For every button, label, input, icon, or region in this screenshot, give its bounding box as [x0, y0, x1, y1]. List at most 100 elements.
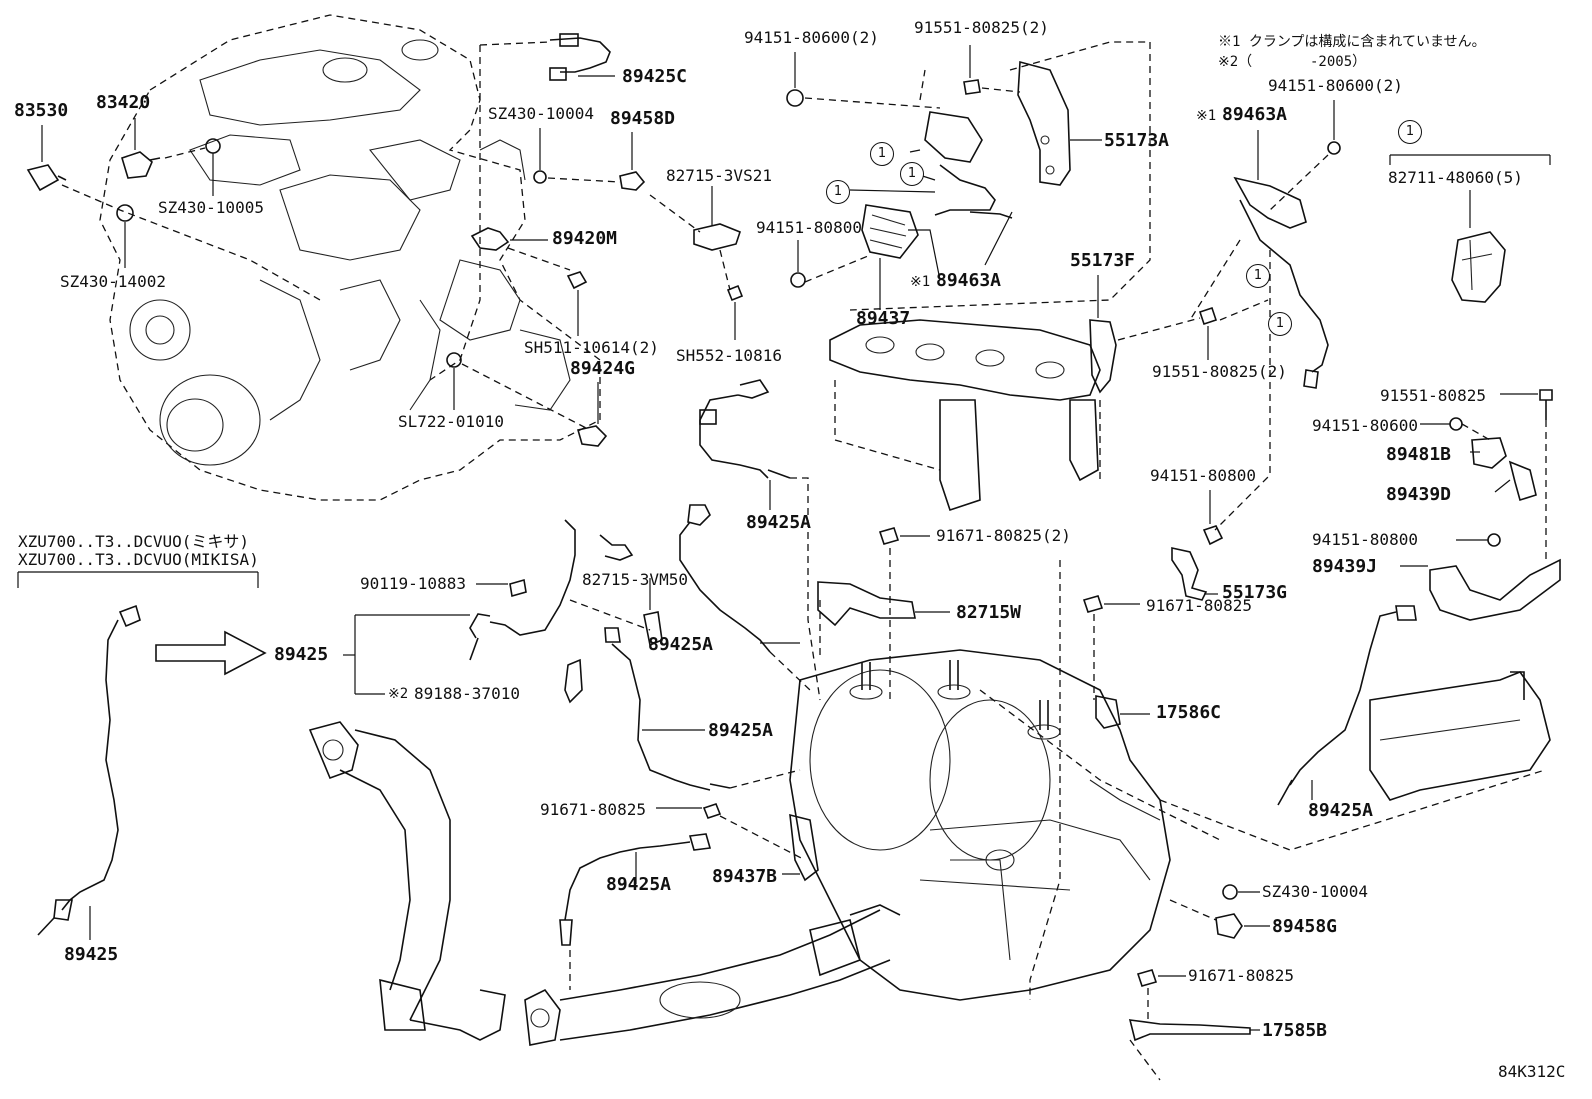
nut-94151-80800-c [1487, 533, 1501, 547]
part-89439j[interactable]: 89439J [1312, 556, 1378, 577]
bracket-89437b [789, 813, 819, 882]
part-89463a-upper[interactable]: 89463A [1222, 104, 1288, 125]
part-91551-80825-2-b[interactable]: 91551-80825(2) [1152, 362, 1287, 381]
gasket-sz430-10004-bottom [1222, 884, 1238, 900]
bracket-17586c [1095, 695, 1121, 729]
bolt-91671-80825-a [1082, 595, 1104, 613]
part-89424g[interactable]: 89424G [570, 358, 636, 379]
heat-shield-right [1369, 671, 1551, 801]
part-89437b[interactable]: 89437B [712, 866, 778, 887]
part-89437[interactable]: 89437 [856, 308, 911, 329]
sensor-89463a-right [1233, 176, 1329, 389]
part-89425a-1[interactable]: 89425A [746, 512, 812, 533]
part-94151-80800-a[interactable]: 94151-80800 [756, 218, 862, 237]
part-89425a-3[interactable]: 89425A [708, 720, 774, 741]
part-89425a-2[interactable]: 89425A [648, 634, 714, 655]
part-sz430-14002[interactable]: SZ430-14002 [60, 272, 166, 291]
fitting-89420m [470, 227, 510, 251]
part-89425-variant[interactable]: 89425 [64, 944, 119, 965]
part-82715-3vs21[interactable]: 82715-3VS21 [666, 166, 772, 185]
part-89425a-4[interactable]: 89425A [606, 874, 672, 895]
part-90119-10883[interactable]: 90119-10883 [360, 574, 466, 593]
engine-block-drawing [99, 14, 601, 501]
circle-marker-1-c: 1 [826, 180, 850, 204]
gasket-sz430-10004-top [533, 170, 547, 184]
arrow-icon [155, 630, 267, 676]
part-sh511-10614[interactable]: SH511-10614(2) [524, 338, 659, 357]
bracket-17585b [1128, 1019, 1251, 1042]
part-91551-80825-2-a[interactable]: 91551-80825(2) [914, 18, 1049, 37]
part-94151-80600-c[interactable]: 94151-80600 [1312, 416, 1418, 435]
catalytic-converter [789, 649, 1171, 1001]
nut-94151-80800-b [1202, 525, 1224, 546]
part-55173g[interactable]: 55173G [1222, 582, 1288, 603]
gasket-sl722 [446, 352, 462, 368]
part-55173f[interactable]: 55173F [1070, 250, 1136, 271]
part-83420[interactable]: 83420 [96, 92, 151, 113]
bolt-sh511 [566, 271, 588, 290]
vsv-89481b [1471, 437, 1507, 469]
part-82711-48060[interactable]: 82711-48060(5) [1388, 168, 1523, 187]
sensor-89424g [576, 425, 608, 447]
sensor-89425a-b [679, 504, 771, 653]
part-sl722-01010[interactable]: SL722-01010 [398, 412, 504, 431]
bolt-91671-80825-c [1136, 969, 1158, 987]
circle-marker-1-b: 1 [900, 162, 924, 186]
part-91671-80825-a[interactable]: 91671-80825 [1146, 596, 1252, 615]
part-89425a-5[interactable]: 89425A [1308, 800, 1374, 821]
part-91671-80825-c[interactable]: 91671-80825 [1188, 966, 1294, 985]
rear-exhaust-pipe [524, 904, 901, 1046]
part-94151-80600-2-a[interactable]: 94151-80600(2) [744, 28, 879, 47]
note-2-prefix: ※2（ [1218, 54, 1253, 70]
circle-marker-1-clamp: 1 [1398, 120, 1422, 144]
part-sz430-10004-bottom[interactable]: SZ430-10004 [1262, 882, 1368, 901]
variant-label-line1: XZU700..T3..DCVUO(ミキサ) [18, 532, 250, 551]
part-91551-80825-c[interactable]: 91551-80825 [1380, 386, 1486, 405]
part-89481b[interactable]: 89481B [1386, 444, 1452, 465]
part-82715w[interactable]: 82715W [956, 602, 1022, 623]
gasket-sz430-14002 [116, 204, 134, 222]
part-sh552-10816[interactable]: SH552-10816 [676, 346, 782, 365]
part-89425c[interactable]: 89425C [622, 66, 688, 87]
part-17585b[interactable]: 17585B [1262, 1020, 1328, 1041]
bracket-55173a [1017, 60, 1071, 186]
part-82715-3vm50[interactable]: 82715-3VM50 [582, 570, 688, 589]
circle-marker-1-d: 1 [1246, 264, 1270, 288]
bolt-91671-80825-b [702, 803, 722, 819]
bracket-89439j [1429, 558, 1561, 621]
bolt-91551-80825-c [1539, 389, 1553, 420]
part-89458g[interactable]: 89458G [1272, 916, 1338, 937]
part-sz430-10004-top[interactable]: SZ430-10004 [488, 104, 594, 123]
part-89463a-lower[interactable]: 89463A [936, 270, 1002, 291]
exhaust-bracket-55173 [829, 319, 1101, 512]
part-89439d[interactable]: 89439D [1386, 484, 1452, 505]
part-17586c[interactable]: 17586C [1156, 702, 1222, 723]
nut-94151-80600-b [1327, 141, 1341, 155]
bracket-82715w [817, 581, 916, 627]
sensor-83420 [121, 151, 161, 179]
part-55173a[interactable]: 55173A [1104, 130, 1170, 151]
mark-star2: ※2 [388, 686, 409, 702]
part-89458d[interactable]: 89458D [610, 108, 676, 129]
diagram-code: 84K312C [1498, 1062, 1566, 1081]
part-sz430-10005[interactable]: SZ430-10005 [158, 198, 264, 217]
clamp-89188 [564, 658, 583, 704]
part-89188-37010[interactable]: 89188-37010 [414, 684, 520, 703]
part-83530[interactable]: 83530 [14, 100, 69, 121]
mark-star1-lower: ※1 [910, 274, 931, 290]
nut-94151-80600-a [786, 89, 804, 107]
part-94151-80800-c[interactable]: 94151-80800 [1312, 530, 1418, 549]
sensor-89425-variant [37, 604, 141, 936]
part-94151-80800-b[interactable]: 94151-80800 [1150, 466, 1256, 485]
part-89420m[interactable]: 89420M [552, 228, 618, 249]
part-91671-80825-2[interactable]: 91671-80825(2) [936, 526, 1071, 545]
part-89425[interactable]: 89425 [274, 644, 329, 665]
bolt-91671-80825-2 [878, 527, 900, 545]
part-94151-80600-2-b[interactable]: 94151-80600(2) [1268, 76, 1403, 95]
bolt-90119 [509, 578, 527, 598]
bracket-55173g [1171, 547, 1208, 601]
mark-star1-upper: ※1 [1196, 108, 1217, 124]
sensor-89425a-right [1277, 605, 1417, 806]
part-91671-80825-b[interactable]: 91671-80825 [540, 800, 646, 819]
